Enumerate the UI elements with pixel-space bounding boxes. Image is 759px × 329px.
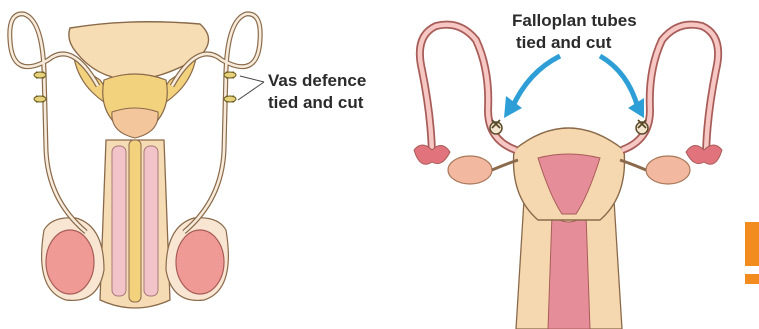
fallopian-label-line-2: tied and cut bbox=[512, 32, 637, 54]
testis-left bbox=[46, 230, 94, 294]
testis-right bbox=[176, 230, 224, 294]
vas-label-line-1: Vas defence bbox=[268, 70, 366, 92]
vas-deferens-label: Vas defence tied and cut bbox=[268, 70, 366, 114]
ovary-left bbox=[448, 156, 492, 184]
arrow-left-icon bbox=[504, 56, 560, 118]
vas-label-pointer bbox=[238, 76, 264, 100]
fallopian-tubes-label: Falloplan tubes tied and cut bbox=[512, 10, 637, 54]
vaginal-canal bbox=[548, 214, 590, 329]
fallopian-label-line-1: Falloplan tubes bbox=[512, 10, 637, 32]
male-reproductive-diagram bbox=[0, 0, 405, 329]
urethra bbox=[129, 140, 141, 302]
ovary-right bbox=[646, 156, 690, 184]
slide-accent-bar bbox=[745, 222, 759, 288]
vas-label-line-2: tied and cut bbox=[268, 92, 366, 114]
arrow-right-icon bbox=[600, 56, 644, 118]
corpus-right bbox=[144, 146, 158, 296]
bulbourethral-gland bbox=[112, 108, 158, 138]
corpus-left bbox=[112, 146, 126, 296]
